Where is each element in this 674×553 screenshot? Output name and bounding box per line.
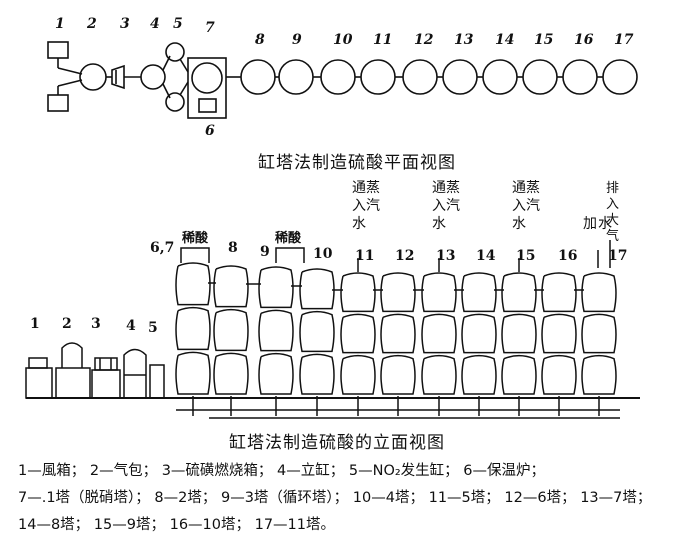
plan-tower-17 (602, 59, 638, 95)
plan-number-label: 5 (173, 16, 183, 32)
plan-tower-16 (562, 59, 598, 95)
elevation-view-caption: 缸塔法制造硫酸的立面视图 (229, 433, 445, 453)
steam-water-label: 入汽 (352, 198, 380, 214)
add-water-label: 水 (598, 216, 612, 232)
plan-number-label: 16 (574, 32, 594, 48)
tower (340, 272, 376, 416)
legend-item: 5—NO₂发生缸； (348, 463, 459, 479)
plan-tower-8 (240, 59, 276, 95)
vent-to-atmosphere-label: 入 (606, 197, 619, 212)
tower (541, 272, 577, 416)
steam-water-label: 入汽 (432, 198, 460, 214)
plan-number-label: 13 (454, 32, 474, 48)
plan-number-label: 12 (414, 32, 434, 48)
legend-item: 3—硫磺燃烧箱； (161, 463, 273, 479)
elevation-number-label: 16 (558, 248, 577, 264)
legend-item: 16—10塔； (169, 517, 250, 533)
elevation-number-label: 2 (62, 316, 72, 332)
plan-tower-15 (522, 59, 558, 95)
tower (213, 265, 249, 416)
tower (461, 272, 497, 416)
elevation-number-label: 13 (436, 248, 455, 264)
vent-to-atmosphere-label: 大 (606, 213, 619, 228)
legend-item: 2—气包； (89, 463, 158, 479)
legend-item: 6—保温炉； (463, 463, 546, 479)
plan-number-label: 11 (373, 32, 392, 48)
elevation-number-label: 12 (395, 248, 414, 264)
tower (421, 272, 457, 416)
vent-to-atmosphere-label: 气 (606, 228, 619, 244)
plan-number-label: 14 (495, 32, 514, 48)
legend-item: 15—9塔； (93, 517, 165, 533)
elevation-number-label: 4 (126, 318, 136, 334)
steam-water-label: 水 (432, 216, 446, 232)
plan-tower-10 (320, 59, 356, 95)
legend-item: 13—7塔； (580, 490, 652, 506)
elevation-number-label: 6,7 (150, 240, 174, 256)
elevation-number-label: 1 (30, 316, 40, 332)
plan-number-label: 9 (292, 32, 302, 48)
plan-tower-12 (402, 59, 438, 95)
steam-water-label: 入汽 (512, 198, 540, 214)
plan-tower-11 (360, 59, 396, 95)
legend-item: 12—6塔； (504, 490, 576, 506)
elevation-number-label: 15 (516, 248, 535, 264)
elevation-number-label: 11 (355, 248, 374, 264)
legend-item: 9—3塔（循环塔）； (220, 490, 349, 506)
plan-tower-14 (482, 59, 518, 95)
tower (581, 272, 617, 416)
elevation-number-label: 8 (228, 240, 238, 256)
plan-number-label: 3 (120, 16, 130, 32)
plan-number-label: 8 (255, 32, 265, 48)
legend-item: 8—2塔； (154, 490, 217, 506)
vent-to-atmosphere-label: 排 (606, 181, 619, 196)
tower (299, 268, 335, 416)
legend-item: 1—風箱； (18, 463, 86, 479)
steam-water-label: 水 (352, 216, 366, 232)
plan-number-label: 4 (150, 16, 160, 32)
tower (501, 272, 537, 416)
steam-water-label: 通蒸 (352, 180, 380, 196)
dilute-acid-label: 稀酸 (182, 230, 209, 246)
legend-item: 14—8塔； (18, 517, 90, 533)
tower (258, 266, 294, 416)
plan-number-label: 6 (205, 123, 215, 139)
plan-number-label: 10 (333, 32, 353, 48)
steam-water-label: 通蒸 (512, 180, 540, 196)
plan-number-label: 17 (614, 32, 634, 48)
tower (175, 262, 211, 416)
legend-item: 11—5塔； (428, 490, 500, 506)
tower (380, 272, 416, 416)
steam-water-label: 通蒸 (432, 180, 460, 196)
plan-tower-13 (442, 59, 478, 95)
legend-item: 10—4塔； (352, 490, 424, 506)
elevation-number-label: 3 (91, 316, 101, 332)
plan-view-caption: 缸塔法制造硫酸平面视图 (258, 153, 456, 173)
legend: 1—風箱； 2—气包； 3—硫磺燃烧箱； 4—立缸； 5—NO₂发生缸； 6—保… (18, 458, 658, 539)
plan-number-label: 1 (55, 16, 65, 32)
legend-item: 7—.1塔（脱硝塔）； (18, 490, 150, 506)
steam-water-label: 水 (512, 216, 526, 232)
legend-item: 4—立缸； (277, 463, 345, 479)
dilute-acid-label: 稀酸 (275, 230, 302, 246)
add-water-label: 加 (583, 216, 597, 232)
plan-tower-9 (278, 59, 314, 95)
plan-number-label: 7 (205, 20, 215, 36)
plan-number-label: 2 (86, 16, 97, 32)
elevation-number-label: 14 (476, 248, 496, 264)
elevation-number-label: 10 (313, 246, 333, 262)
elevation-number-label: 5 (148, 320, 158, 336)
elevation-number-label: 9 (260, 244, 270, 260)
elevation-number-label: 17 (608, 248, 627, 264)
legend-item: 17—11塔。 (254, 517, 336, 533)
plan-number-label: 15 (534, 32, 553, 48)
